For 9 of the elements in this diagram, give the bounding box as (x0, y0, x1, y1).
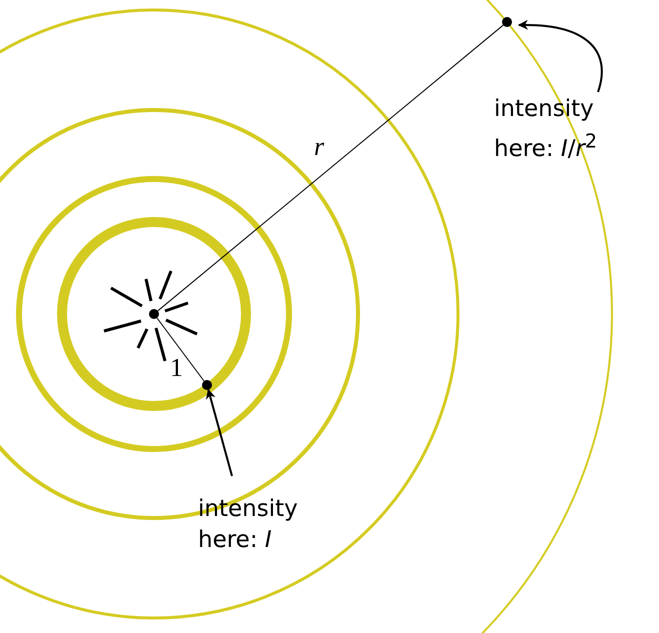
edge-label: r (314, 134, 324, 160)
point-dot (202, 380, 212, 390)
edge-label: 1 (170, 355, 183, 381)
radius-line (157, 24, 504, 312)
point-dot (149, 309, 159, 319)
arrow (206, 388, 233, 476)
point-dot (502, 17, 512, 27)
radius-line (156, 318, 204, 382)
arrow (518, 20, 603, 92)
